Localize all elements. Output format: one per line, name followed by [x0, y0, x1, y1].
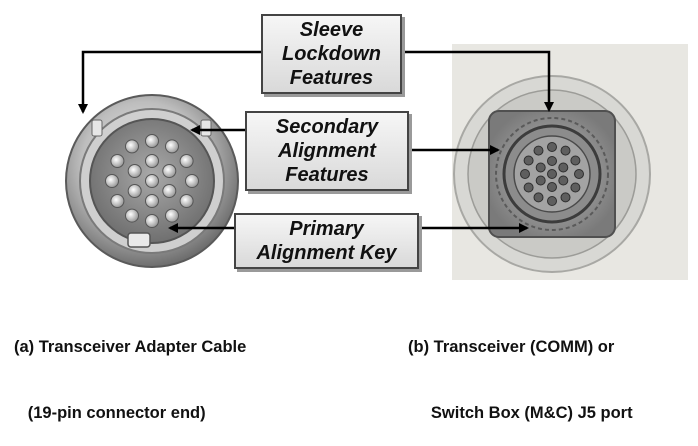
pin: [533, 145, 544, 156]
left-connector-photo: [65, 94, 239, 268]
caption-right: (b) Transceiver (COMM) or Switch Box (M&…: [408, 292, 633, 446]
connector-diagram: [65, 44, 688, 280]
pin: [535, 175, 546, 186]
primary-alignment-callout: Primary Alignment Key: [234, 213, 419, 269]
pin: [127, 164, 142, 178]
pin: [520, 169, 530, 179]
caption-right-line1: (b) Transceiver (COMM) or: [408, 338, 615, 356]
pin: [535, 162, 546, 173]
receptacle-sockets: [520, 142, 584, 206]
connector-pins: [105, 134, 199, 228]
pin: [110, 154, 125, 168]
pin: [570, 182, 581, 193]
pin: [162, 184, 177, 198]
pin: [523, 182, 534, 193]
pin: [145, 154, 159, 168]
pin: [558, 162, 569, 173]
caption-right-line2: Switch Box (M&C) J5 port: [408, 404, 633, 422]
pin: [558, 175, 569, 186]
pin: [523, 155, 534, 166]
right-receptacle-photo: [452, 44, 688, 280]
pin: [110, 194, 125, 208]
pin: [560, 145, 571, 156]
arrow-sleeve-right: [398, 50, 554, 112]
arrows: [78, 50, 554, 233]
caption-left-line2: (19-pin connector end): [14, 404, 206, 422]
pin: [127, 184, 142, 198]
pin: [574, 169, 584, 179]
pin: [145, 194, 159, 208]
pin: [547, 169, 557, 179]
pin: [570, 155, 581, 166]
pin: [125, 139, 139, 154]
pin: [145, 214, 159, 228]
sleeve-lockdown-callout: Sleeve Lockdown Features: [261, 14, 402, 94]
pin: [179, 154, 194, 168]
pin: [165, 208, 179, 223]
pin: [162, 164, 177, 178]
pin: [179, 194, 194, 208]
pin: [547, 156, 557, 166]
pin: [145, 134, 159, 148]
pin: [185, 174, 199, 188]
pin: [165, 139, 179, 154]
pin: [547, 142, 557, 152]
arrow-sleeve-left: [78, 50, 261, 114]
pin: [533, 192, 544, 203]
pin: [560, 192, 571, 203]
pin: [547, 196, 557, 206]
caption-left-line1: (a) Transceiver Adapter Cable: [14, 338, 247, 356]
caption-left: (a) Transceiver Adapter Cable (19-pin co…: [14, 292, 246, 446]
pin: [145, 174, 159, 188]
pin: [125, 208, 139, 223]
pin: [547, 182, 557, 192]
pin: [105, 174, 119, 188]
secondary-alignment-callout: Secondary Alignment Features: [245, 111, 409, 191]
